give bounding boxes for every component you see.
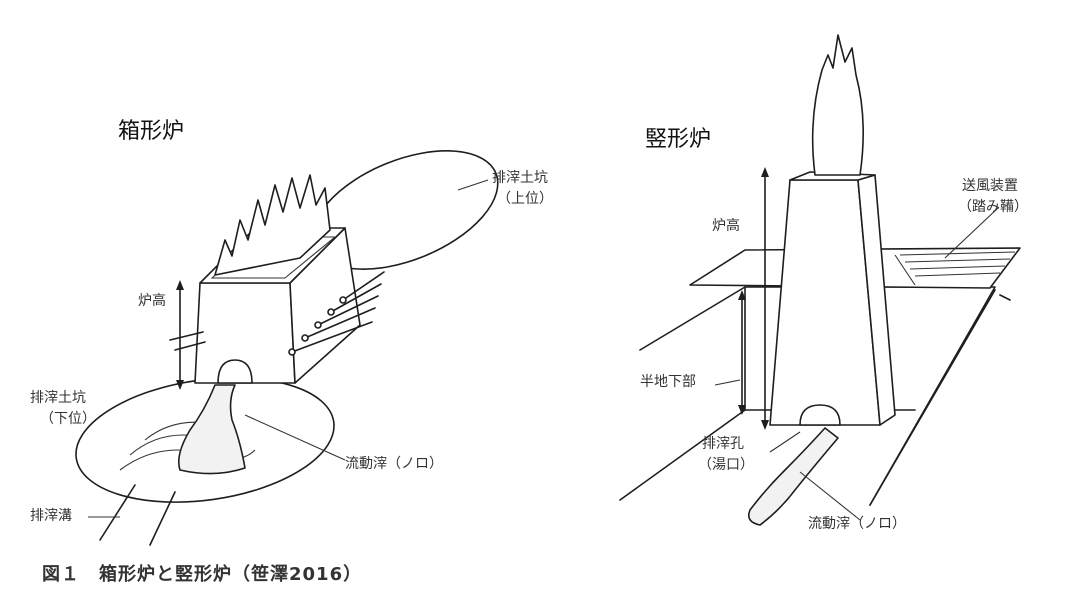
- shaft-height-label: 炉高: [712, 217, 740, 234]
- shaft-flow-slag: [747, 427, 839, 526]
- semi-underground-arrow: [738, 290, 746, 415]
- box-flow-slag-label: 流動滓（ノロ）: [345, 455, 443, 472]
- box-height-arrow: [176, 280, 184, 390]
- box-furnace-title: 箱形炉: [118, 119, 184, 144]
- semi-underground-label: 半地下部: [640, 374, 696, 390]
- box-flames: [214, 174, 331, 276]
- drain-channel: [99, 484, 176, 546]
- tuyeres: [169, 271, 385, 356]
- lower-pit-label-2: （下位）: [40, 411, 96, 427]
- shaft-flow-slag-label: 流動滓（ノロ）: [808, 515, 906, 532]
- box-furnace-illustration: [75, 150, 499, 546]
- blower-label-1: 送風装置: [962, 178, 1018, 194]
- box-height-label: 炉高: [138, 292, 166, 309]
- shaft-height-arrow: [761, 167, 769, 430]
- drain-label: 排滓溝: [30, 507, 72, 524]
- blower-label-2: （踏み鞴）: [958, 199, 1028, 215]
- shaft-furnace-illustration: [619, 34, 1021, 526]
- lower-pit-label-1: 排滓土坑: [30, 389, 86, 406]
- shaft-furnace-title: 竪形炉: [645, 127, 711, 152]
- upper-pit-label-1: 排滓土坑: [492, 169, 548, 186]
- flow-slag-shape: [177, 384, 246, 475]
- tap-hole-label-1: 排滓孔: [702, 435, 744, 452]
- shaft-tap-arch: [799, 404, 841, 426]
- tap-hole-label-2: （湯口）: [698, 456, 754, 473]
- upper-pit-label-2: （上位）: [497, 191, 553, 207]
- box-tap-arch: [217, 359, 253, 384]
- figure-caption: 図１ 箱形炉と竪形炉（笹澤2016）: [42, 563, 362, 585]
- shaft-flame: [811, 34, 864, 176]
